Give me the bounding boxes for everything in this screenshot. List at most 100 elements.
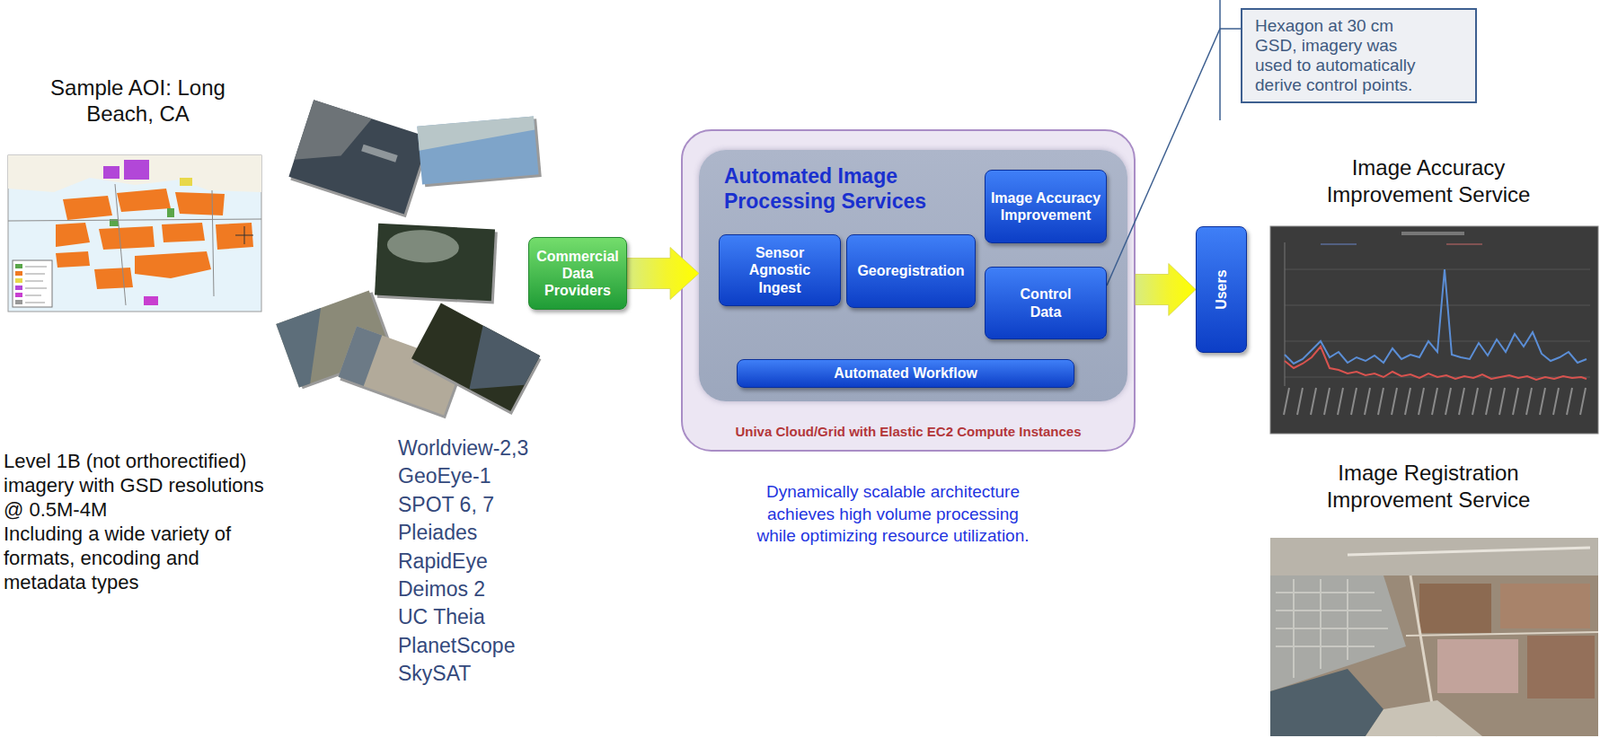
label-group: Sample AOI: Long Beach, CA: [50, 75, 226, 128]
port-map-part: [161, 222, 205, 243]
note-text: Sample AOI: Long Beach, CA: [50, 75, 226, 128]
label-group: Image Registration Improvement Service: [1298, 459, 1559, 514]
error-chart-part: [1284, 242, 1286, 387]
panel-title: Automated Image Processing Services: [724, 164, 963, 214]
satellite-image-collage-part-part: [288, 99, 429, 214]
error-chart-part: [1284, 269, 1587, 364]
aerial-image-part: [1270, 669, 1384, 737]
aerial-image-part: [1437, 639, 1519, 694]
port-map-part: [123, 159, 150, 180]
error-chart-part: [1270, 226, 1599, 434]
satellite-image-collage-part: [287, 99, 432, 218]
port-map-part: [25, 281, 44, 283]
error-chart-part: [1320, 244, 1357, 246]
satellite-image-collage-part-part: [294, 99, 372, 179]
port-map-part: [114, 184, 126, 306]
error-chart: [1270, 226, 1599, 434]
satellite-image-collage-part-part: [416, 115, 536, 151]
note-text: Image Registration Improvement Service: [1298, 459, 1559, 514]
port-map-part: [98, 226, 155, 250]
port-map-part: [55, 222, 90, 248]
port-map-part: [167, 208, 175, 218]
error-chart-part: [1446, 244, 1483, 246]
error-chart-part: [1284, 346, 1587, 381]
aerial-image-part: [1405, 632, 1599, 637]
panel-caption: Univa Cloud/Grid with Elastic EC2 Comput…: [682, 424, 1134, 440]
satellite-image-collage-part-part: [374, 223, 496, 302]
flow-arrow: [1135, 264, 1196, 317]
service-box: Sensor Agnostic Ingest: [718, 234, 841, 307]
workflow-bar: Automated Workflow: [736, 359, 1075, 389]
satellite-name: GeoEye-1: [397, 462, 529, 491]
callout-box: Hexagon at 30 cm GSD, imagery was used t…: [1240, 8, 1477, 104]
port-map-part: [15, 285, 23, 291]
satellite-name: Pleiades: [397, 519, 529, 548]
port-map-part: [12, 260, 53, 308]
satellite-name: PlanetScope: [397, 632, 529, 661]
services-panel: Automated Image Processing ServicesSenso…: [698, 150, 1128, 402]
satellite-image-collage-part-part: [453, 325, 540, 412]
port-map-part: [8, 155, 262, 312]
port-map-part: [15, 300, 23, 305]
aerial-image-part: [1275, 579, 1388, 679]
aerial-image-part: [1347, 548, 1591, 556]
port-map-part: [8, 155, 262, 193]
satellite-image-collage: [275, 99, 543, 419]
box-label: Georegistration: [857, 262, 964, 280]
users-box: Users: [1195, 226, 1247, 354]
label-group: Image Accuracy Improvement Service: [1298, 154, 1559, 209]
satellite-image-collage-part-part: [386, 228, 460, 265]
note-text: Image Accuracy Improvement Service: [1298, 154, 1559, 209]
service-box: Control Data: [984, 266, 1107, 340]
provider-box: Commercial Data Providers: [528, 237, 628, 310]
satellite-name: RapidEye: [397, 548, 529, 576]
port-map-part: [25, 302, 45, 304]
port-map-part: [25, 295, 42, 297]
service-box: Georegistration: [846, 234, 976, 309]
port-map-part: [134, 251, 212, 279]
port-map-part: [212, 190, 214, 297]
port-map-part: [215, 222, 254, 250]
aerial-image-part: [1500, 583, 1591, 629]
label-group: Dynamically scalable architecture achiev…: [749, 481, 1037, 549]
box-label: Commercial Data Providers: [534, 247, 621, 301]
error-chart-part: [1284, 341, 1591, 343]
port-map-part: [15, 292, 23, 298]
aerial-image: [1270, 538, 1599, 737]
note-text: Including a wide variety of formats, enc…: [3, 521, 274, 595]
error-chart-part: [1401, 231, 1465, 236]
port-map: [8, 155, 262, 312]
box-label: Users: [1212, 269, 1230, 310]
box-label: Sensor Agnostic Ingest: [732, 244, 828, 297]
port-map-part: [116, 188, 171, 213]
port-map-part: [25, 288, 47, 290]
label-group: Worldview-2,3GeoEye-1SPOT 6, 7PleiadesRa…: [397, 434, 529, 690]
satellite-name: Worldview-2,3: [397, 434, 529, 463]
port-map-part: [175, 192, 225, 216]
satellite-image-collage-part-part: [361, 144, 398, 163]
box-label: Automated Workflow: [833, 364, 978, 382]
cloud-panel: Univa Cloud/Grid with Elastic EC2 Comput…: [680, 129, 1136, 452]
satellite-name: SPOT 6, 7: [397, 491, 529, 520]
aerial-image-part: [1527, 636, 1595, 699]
port-map-part: [15, 264, 23, 269]
aerial-image-part: [1270, 538, 1599, 737]
port-map-part: [8, 219, 262, 221]
port-map-part: [55, 251, 90, 268]
aerial-image-part: [1419, 583, 1492, 634]
box-label: Control Data: [1007, 285, 1085, 320]
satellite-name: SkySAT: [397, 660, 529, 689]
satellite-image-collage-part: [410, 303, 543, 416]
aerial-image-part: [1365, 700, 1483, 737]
port-map-part: [62, 195, 113, 221]
box-label: Image Accuracy Improvement: [989, 189, 1103, 224]
port-map-part: [25, 274, 45, 275]
satellite-image-collage-part: [416, 115, 541, 187]
satellite-image-collage-part-part: [275, 308, 344, 389]
callout-text: Hexagon at 30 cm GSD, imagery was used t…: [1255, 16, 1426, 96]
port-map-part: [15, 271, 23, 276]
port-map-part: [25, 266, 47, 268]
satellite-image-collage-part-part: [338, 326, 383, 387]
port-map-part: [103, 166, 120, 179]
